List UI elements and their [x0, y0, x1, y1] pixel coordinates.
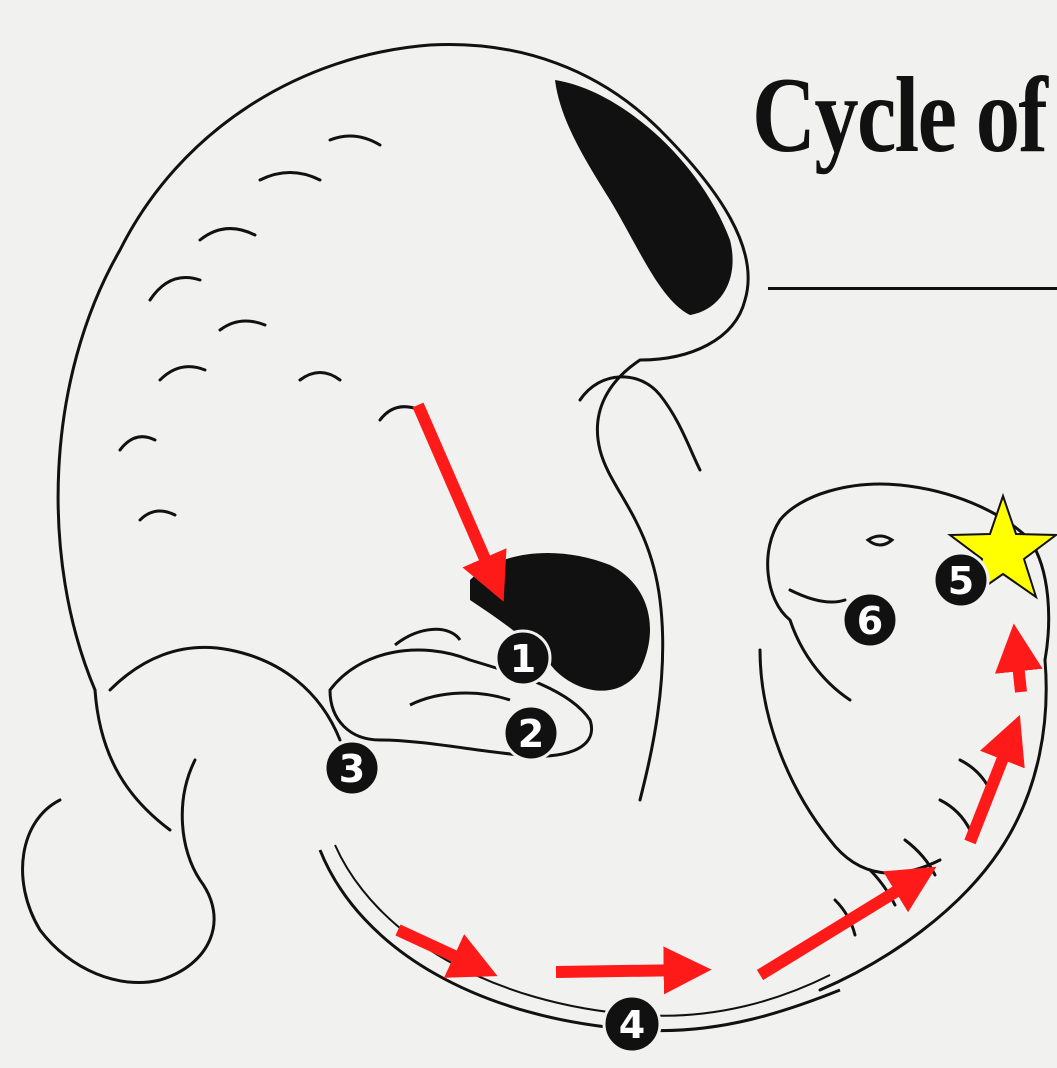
marker-6-label: 6: [857, 599, 883, 643]
marker-5-label: 5: [948, 559, 974, 603]
marker-5: 5: [934, 553, 988, 607]
mother-dog-belly: [95, 690, 170, 830]
puppy-face: [768, 520, 850, 700]
marker-6: 6: [843, 593, 897, 647]
mother-dog-hind-leg: [110, 647, 340, 740]
marker-1-label: 1: [510, 637, 536, 681]
marker-2-label: 2: [518, 712, 544, 756]
arrow-path-3: [760, 878, 918, 975]
marker-1: 1: [496, 631, 550, 685]
mother-dog-fur-1: [150, 136, 380, 380]
marker-3: 3: [325, 741, 379, 795]
mother-dog-tail: [23, 760, 215, 983]
arrow-path-4: [970, 735, 1012, 842]
mother-dog-head: [597, 300, 745, 800]
puppy-belly: [760, 650, 940, 873]
puppy-eye: [868, 536, 892, 545]
marker-2: 2: [504, 706, 558, 760]
marker-3-label: 3: [339, 747, 365, 791]
arrow-path-2: [556, 970, 690, 972]
puppy-mouth: [790, 590, 845, 602]
arrow-into-mouth: [418, 405, 495, 582]
puppy-body: [820, 660, 1046, 990]
marker-4: 4: [604, 996, 660, 1052]
arrow-path-5: [1016, 645, 1021, 692]
arrow-path-1: [398, 930, 478, 967]
mother-dog-fur-2: [120, 373, 420, 521]
marker-4-label: 4: [619, 1003, 645, 1047]
transmission-path-line: [320, 850, 840, 1031]
